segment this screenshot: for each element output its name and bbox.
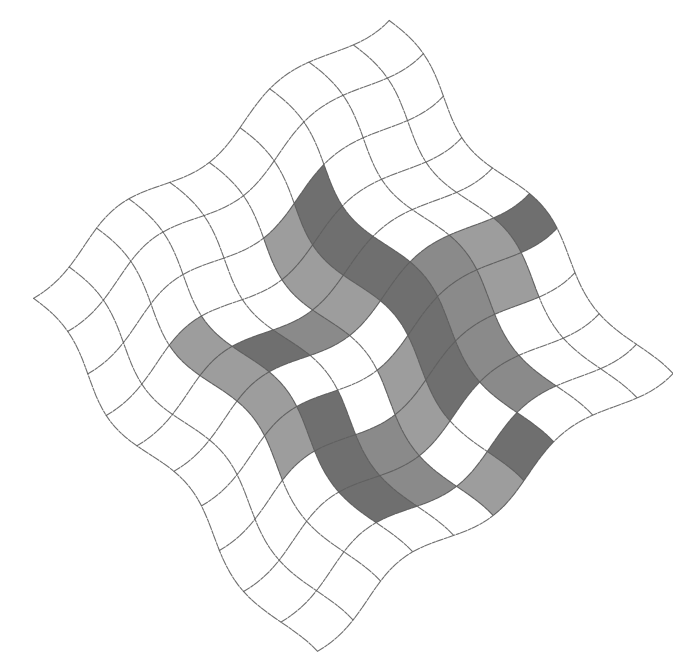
wavy-grid-lines	[34, 21, 673, 652]
